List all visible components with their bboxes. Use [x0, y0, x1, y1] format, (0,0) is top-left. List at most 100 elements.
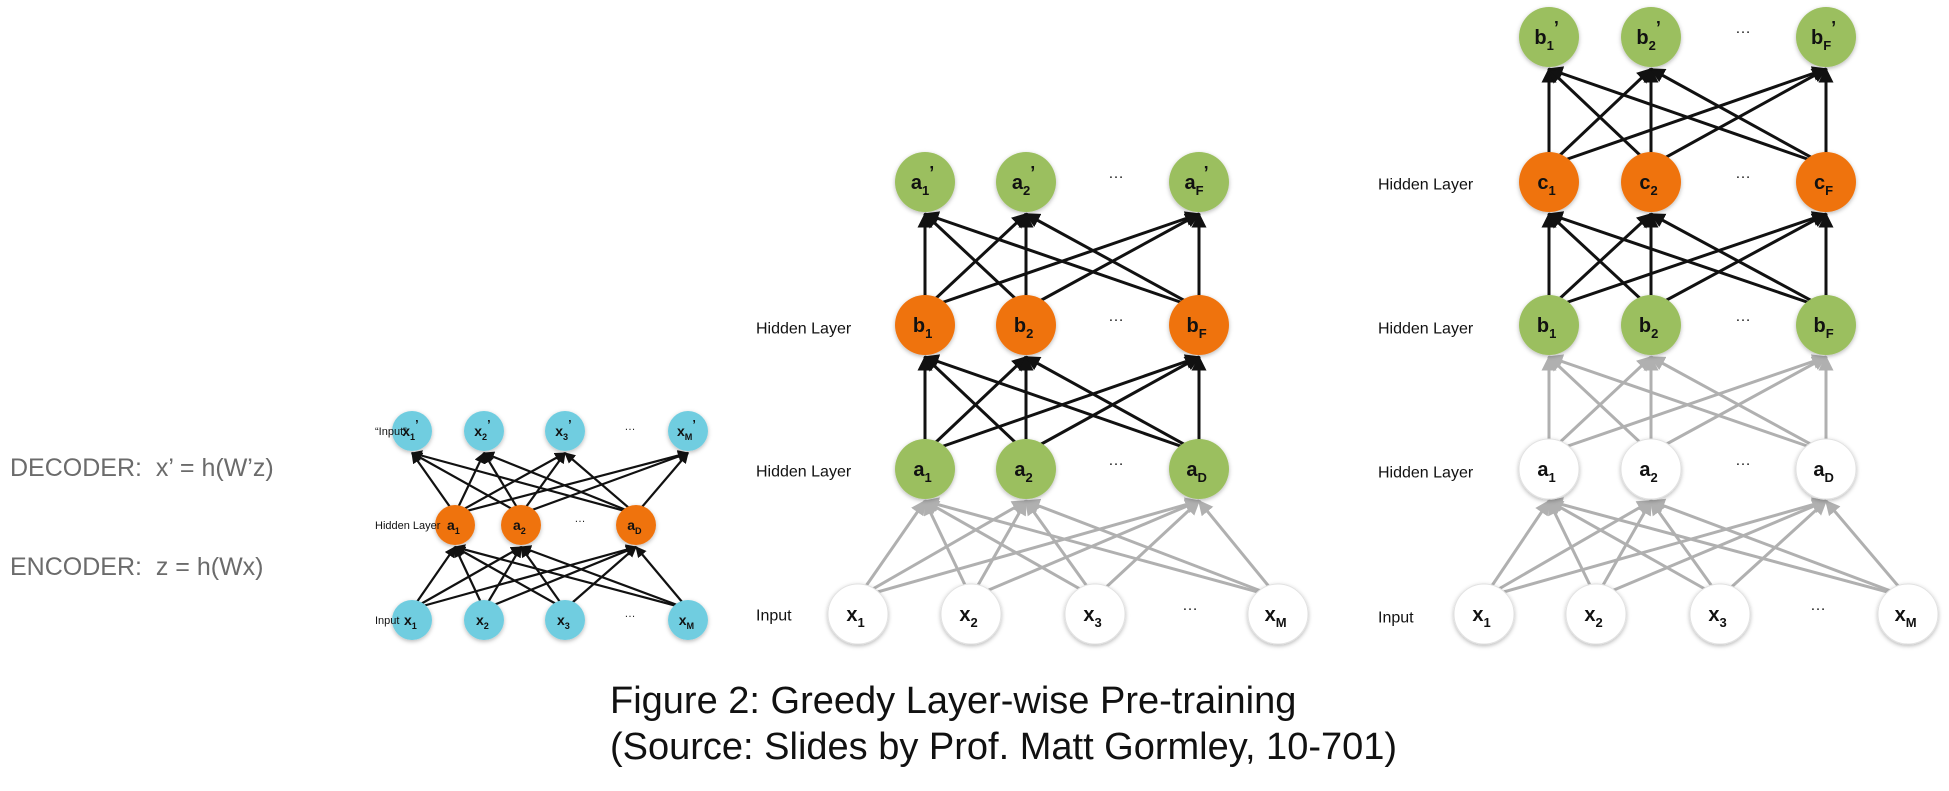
edge-autoencoder-l2n0-to-l1n0 — [411, 546, 456, 610]
edge-stage-three-l3n1-to-l2n0 — [1547, 355, 1653, 454]
svg-text:c1: c1 — [1537, 172, 1555, 198]
edge-autoencoder-l2n0-to-l1n1 — [411, 546, 522, 610]
ellipsis-stage-two-3: … — [1182, 597, 1198, 614]
svg-text:b2: b2 — [1014, 315, 1033, 341]
edge-stage-two-l3n1-to-l2n1 — [969, 499, 1028, 599]
edge-stage-three-l1n2-to-l0n0 — [1547, 66, 1827, 167]
layer-label-autoencoder-2: Input — [375, 615, 399, 627]
node-stage-three-c2: c2 — [1621, 152, 1681, 212]
edge-stage-three-l4n2-to-l3n2 — [1718, 499, 1828, 599]
edge-autoencoder-l1n0-to-l0n3 — [454, 450, 690, 516]
node-stage-three-bF: bF — [1796, 295, 1856, 355]
svg-text:c2: c2 — [1639, 172, 1657, 198]
node-stage-three-b1: b1 — [1519, 295, 1579, 355]
node-stage-two-a1: a1 — [895, 439, 955, 499]
svg-text:aD: aD — [1186, 459, 1207, 485]
svg-text:aF’: aF’ — [1185, 163, 1209, 198]
ellipsis-stage-two-1: … — [1108, 308, 1124, 325]
ellipsis-stage-three-0: … — [1735, 20, 1751, 37]
edge-stage-two-l1n2-to-l0n0 — [923, 211, 1200, 310]
edge-autoencoder-l1n0-to-l0n2 — [454, 452, 566, 515]
node-stage-two-x1: x1 — [827, 583, 889, 645]
edge-autoencoder-l1n2-to-l0n1 — [482, 451, 637, 516]
node-stage-three-b1-prime: b1’ — [1519, 7, 1579, 67]
edge-autoencoder-l2n3-to-l1n0 — [453, 544, 689, 611]
svg-text:b1’: b1’ — [1534, 18, 1558, 53]
edge-autoencoder-l1n0-to-l0n1 — [454, 452, 485, 515]
svg-text:bF: bF — [1814, 315, 1834, 341]
edge-stage-two-l1n2-to-l0n1 — [1024, 212, 1200, 310]
node-stage-two-a2-prime: a2’ — [996, 152, 1056, 212]
edge-stage-two-l1n1-to-l0n0 — [923, 212, 1028, 310]
edge-stage-three-l4n1-to-l3n0 — [1547, 499, 1598, 599]
ellipsis-autoencoder-2: … — [624, 608, 635, 620]
edge-autoencoder-l2n1-to-l1n0 — [454, 546, 485, 610]
svg-text:a1: a1 — [447, 517, 460, 536]
svg-text:x1: x1 — [1472, 604, 1490, 630]
edge-stage-three-l4n2-to-l3n1 — [1649, 499, 1722, 599]
edge-autoencoder-l2n0-to-l1n2 — [411, 544, 638, 611]
edge-autoencoder-l1n1-to-l0n0 — [411, 452, 522, 515]
edge-stage-three-l2n2-to-l1n1 — [1649, 212, 1827, 310]
svg-text:xM: xM — [1895, 604, 1917, 630]
edge-autoencoder-l1n2-to-l0n0 — [410, 450, 637, 516]
svg-text:a2: a2 — [1639, 459, 1657, 485]
node-autoencoder-x2: x2 — [464, 600, 504, 640]
node-stage-two-bF: bF — [1169, 295, 1229, 355]
edge-stage-two-l3n3-to-l2n2 — [1197, 499, 1280, 599]
edge-stage-three-l1n2-to-l0n1 — [1649, 67, 1827, 167]
svg-text:a1: a1 — [913, 459, 931, 485]
edge-stage-three-l3n2-to-l2n0 — [1547, 354, 1827, 454]
svg-text:xM: xM — [1265, 604, 1287, 630]
svg-text:x3: x3 — [1083, 604, 1101, 630]
svg-text:xM: xM — [679, 612, 694, 631]
node-autoencoder-xM-prime: xM’ — [668, 411, 708, 451]
edge-stage-two-l2n1-to-l1n0 — [923, 355, 1028, 454]
layer-label-stage-two-1: Hidden Layer — [756, 464, 852, 481]
node-autoencoder-a2: a2 — [501, 505, 541, 545]
edge-autoencoder-l1n1-to-l0n2 — [520, 452, 566, 515]
node-stage-two-a1-prime: a1’ — [895, 152, 955, 212]
edge-autoencoder-l2n3-to-l1n1 — [519, 545, 689, 611]
node-autoencoder-x1-prime: x1’ — [392, 411, 432, 451]
svg-text:x2’: x2’ — [474, 418, 490, 442]
ellipsis-stage-two-2: … — [1108, 452, 1124, 469]
svg-text:a2: a2 — [1014, 459, 1032, 485]
edge-stage-three-l4n3-to-l3n0 — [1547, 497, 1909, 599]
edge-autoencoder-l1n2-to-l0n3 — [635, 452, 689, 515]
edge-stage-two-l3n0-to-l2n2 — [857, 497, 1201, 599]
node-stage-two-xM: xM — [1247, 583, 1309, 645]
node-stage-three-cF: cF — [1796, 152, 1856, 212]
svg-text:bF’: bF’ — [1811, 18, 1836, 53]
node-autoencoder-x2-prime: x2’ — [464, 411, 504, 451]
edge-autoencoder-l1n1-to-l0n1 — [483, 452, 522, 515]
node-stage-three-x2: x2 — [1565, 583, 1627, 645]
svg-text:x2: x2 — [476, 612, 489, 631]
svg-text:b2’: b2’ — [1636, 18, 1660, 53]
svg-text:x1’: x1’ — [402, 418, 418, 442]
edge-stage-two-l3n2-to-l2n2 — [1093, 499, 1201, 599]
edge-stage-three-l4n2-to-l3n0 — [1547, 499, 1721, 599]
node-stage-three-c1: c1 — [1519, 152, 1579, 212]
edge-stage-two-l2n2-to-l1n0 — [923, 354, 1200, 454]
decoder-equation: DECODER: x’ = h(W’z) — [10, 454, 274, 482]
node-stage-three-b2: b2 — [1621, 295, 1681, 355]
edge-stage-two-l3n1-to-l2n2 — [970, 499, 1201, 599]
edge-stage-three-l2n2-to-l1n0 — [1547, 211, 1827, 310]
edge-stage-three-l1n1-to-l0n0 — [1547, 67, 1653, 167]
node-stage-two-aF-prime: aF’ — [1169, 152, 1229, 212]
node-stage-three-a1: a1 — [1518, 438, 1580, 500]
edge-autoencoder-l1n1-to-l0n3 — [520, 451, 690, 516]
svg-text:x2: x2 — [1584, 604, 1602, 630]
layer-label-autoencoder-1: Hidden Layer — [375, 520, 441, 532]
node-stage-two-a2: a2 — [996, 439, 1056, 499]
edge-stage-two-l3n0-to-l2n0 — [856, 499, 927, 599]
figure-caption-line2: (Source: Slides by Prof. Matt Gormley, 1… — [610, 726, 1398, 768]
edge-stage-three-l4n0-to-l3n1 — [1483, 499, 1653, 599]
node-stage-three-xM: xM — [1877, 583, 1939, 645]
edge-autoencoder-l2n2-to-l1n2 — [564, 546, 637, 610]
edge-stage-two-l3n2-to-l2n0 — [923, 499, 1096, 599]
svg-text:b1: b1 — [913, 315, 932, 341]
layer-label-stage-three-2: Hidden Layer — [1378, 465, 1474, 482]
edge-stage-three-l4n1-to-l3n1 — [1594, 499, 1653, 599]
